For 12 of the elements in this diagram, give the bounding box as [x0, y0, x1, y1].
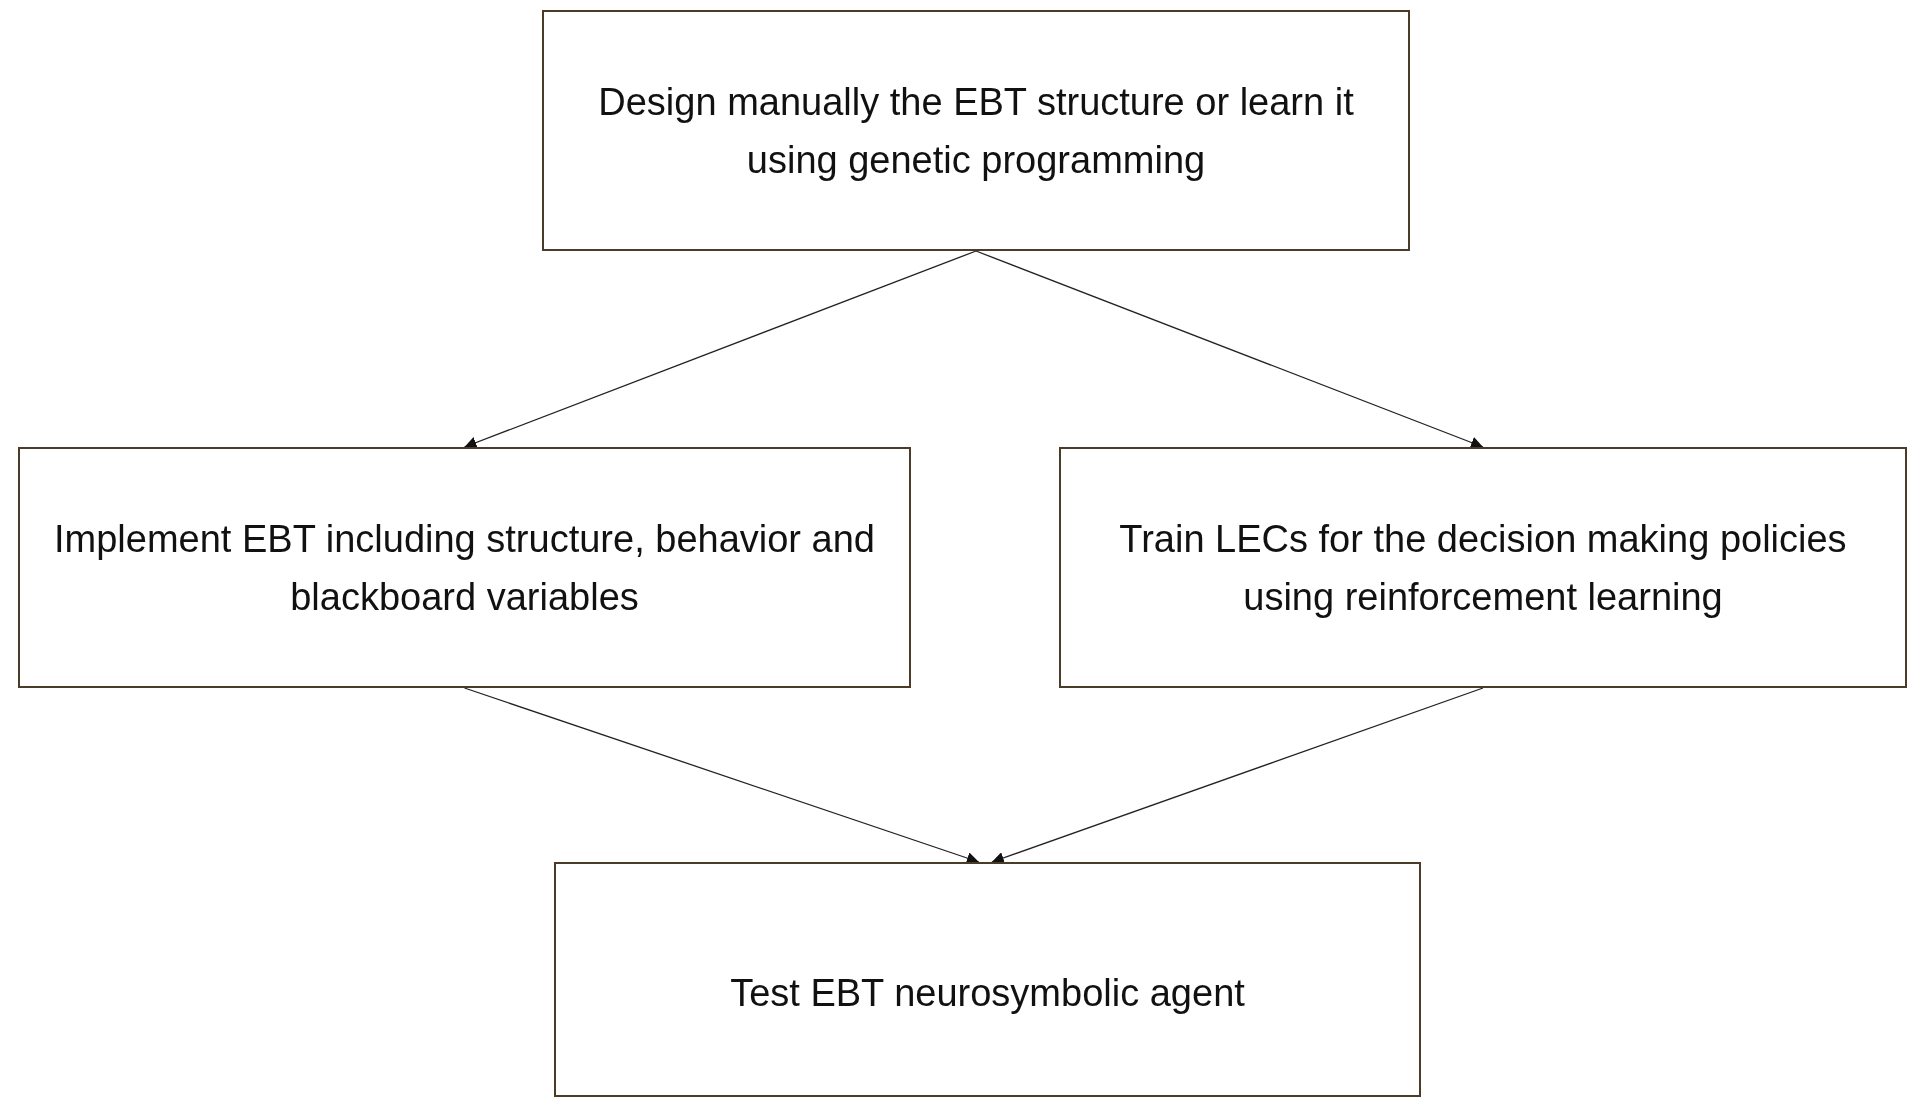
- step-text: Test EBT neurosymbolic agent: [730, 971, 1245, 1016]
- arrow: [991, 687, 1484, 864]
- arrow: [463, 687, 980, 864]
- process-box: [542, 10, 1410, 251]
- arrow: [975, 250, 1484, 449]
- step-text: Design manually the EBT structure or learn it using genetic programming: [597, 79, 1355, 183]
- arrow: [463, 250, 977, 449]
- process-box: [1059, 447, 1907, 688]
- process-box: [18, 447, 911, 688]
- step-text: Train LECs for the decision making policies using reinforcement learning: [1118, 516, 1848, 620]
- step-text: Implement EBT including structure, behavior and blackboard variables: [53, 516, 876, 620]
- process-box: [554, 862, 1421, 1097]
